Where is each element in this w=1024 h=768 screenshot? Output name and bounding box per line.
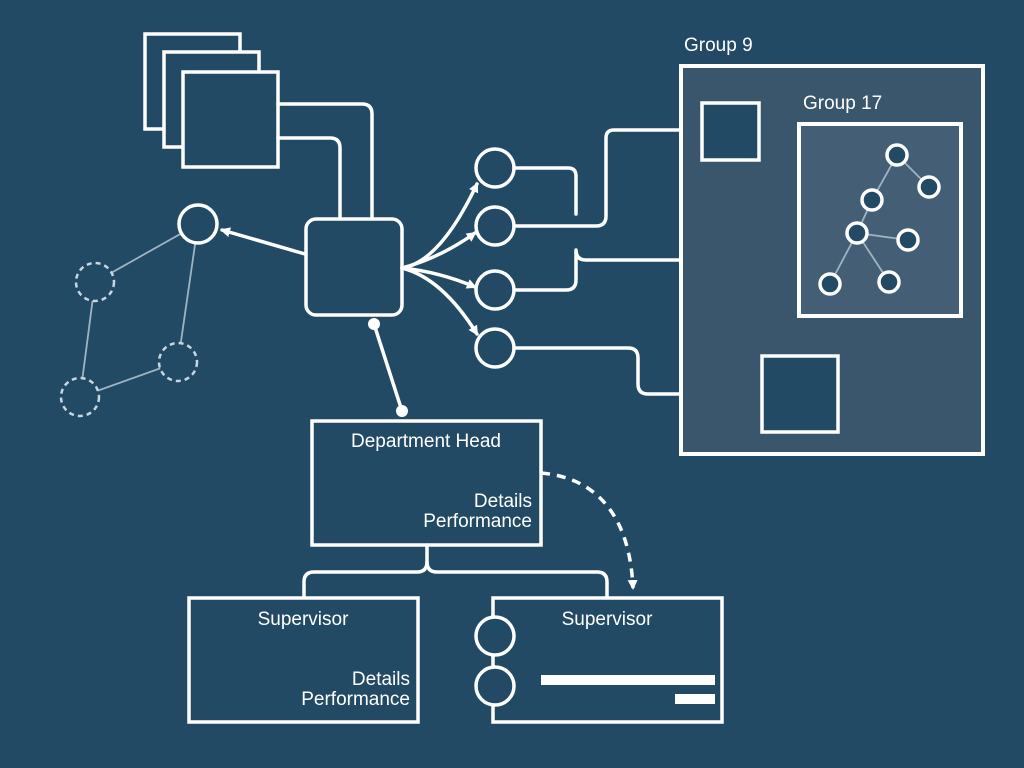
left-network-graph: [59, 203, 219, 418]
tree-node: [877, 270, 901, 294]
dashed-reporting-arrow: [540, 471, 638, 590]
supervisor-left-card[interactable]: Supervisor Details Performance: [187, 596, 420, 724]
supervisor-left-details: Details: [352, 669, 410, 690]
fanout-arrow-2: [400, 231, 477, 270]
supervisor-right-box[interactable]: [491, 596, 724, 724]
group-17-label: Group 17: [803, 93, 882, 114]
supervisor-left-box[interactable]: [187, 596, 420, 724]
circle4-to-group-square: [512, 346, 764, 396]
group-9-large-square[interactable]: [760, 354, 840, 434]
stack-to-hub-connector-b: [276, 136, 342, 220]
stacked-documents: [143, 32, 280, 169]
tree-node: [896, 228, 920, 252]
tree-node: [860, 188, 884, 212]
department-head-card[interactable]: Department Head Details Performance: [310, 419, 543, 547]
circle2-to-group-square: [512, 128, 704, 228]
tree-connector-left: [302, 543, 429, 600]
tree-node: [845, 221, 869, 245]
network-node-dashed: [74, 261, 116, 303]
fanout-circle-4[interactable]: [474, 327, 516, 369]
link-endpoint-dot: [368, 318, 380, 330]
group-9-label: Group 9: [684, 35, 753, 56]
network-node-dashed: [59, 376, 101, 418]
fanout-circle-2[interactable]: [474, 205, 516, 247]
supervisor-right-card[interactable]: Supervisor: [474, 596, 724, 724]
tree-node: [917, 175, 941, 199]
fanout-arrow-4: [400, 266, 479, 336]
tree-node: [818, 272, 842, 296]
network-edge: [177, 223, 199, 363]
network-node-dashed: [157, 341, 199, 383]
hub-fanout-arrows: [400, 182, 479, 336]
supervisor-right-port-bottom[interactable]: [474, 665, 516, 707]
supervisor-right-port-top[interactable]: [474, 615, 516, 657]
fanout-circle-3[interactable]: [474, 269, 516, 311]
hub-to-department-head-link: [372, 322, 404, 413]
tree-connector-right: [425, 560, 609, 600]
supervisor-left-title: Supervisor: [258, 609, 349, 630]
department-head-performance: Performance: [423, 511, 532, 532]
circle1-connector: [512, 166, 578, 216]
link-endpoint-dot: [396, 405, 408, 417]
supervisor-right-title: Supervisor: [562, 609, 653, 630]
tree-node: [885, 143, 909, 167]
circle3-connector: [512, 250, 578, 292]
group-17-tree: [818, 143, 941, 296]
group-9-small-square[interactable]: [700, 101, 761, 162]
department-head-box[interactable]: [310, 419, 543, 547]
placeholder-bar-long: [541, 675, 715, 685]
department-head-details: Details: [474, 491, 532, 512]
document-card-front: [181, 70, 280, 169]
placeholder-bar-short: [675, 694, 715, 704]
network-node-solid: [177, 203, 219, 245]
department-head-title: Department Head: [351, 431, 501, 452]
hub-to-network-arrow: [220, 227, 307, 256]
stack-to-hub-connector-a: [276, 102, 374, 220]
group-9-container: Group 9 Group 17: [679, 35, 985, 456]
central-hub-node[interactable]: [304, 217, 404, 317]
fanout-circle-1[interactable]: [474, 147, 516, 189]
supervisor-left-performance: Performance: [301, 689, 410, 710]
bus-to-group-connector: [574, 248, 684, 262]
